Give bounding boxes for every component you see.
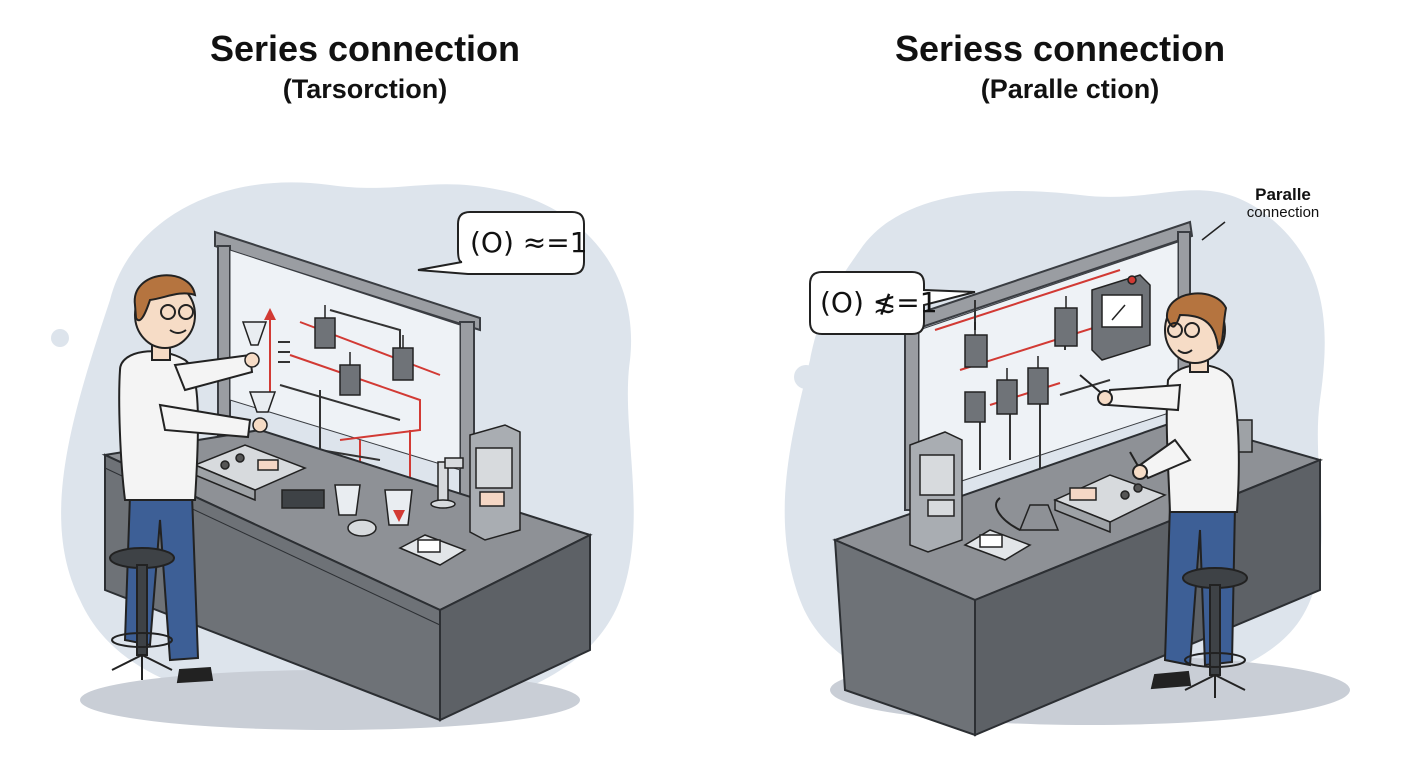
right-backdrop-dot: [794, 365, 818, 389]
left-tick-marks: [278, 341, 290, 363]
right-stool: [1182, 567, 1248, 698]
left-backdrop-dot: [51, 329, 69, 347]
left-title: Series connection: [209, 28, 521, 69]
left-subtitle: (Tarsorction): [282, 74, 448, 104]
left-backdrop-dot-2: [557, 312, 593, 348]
left-scene: [51, 182, 634, 730]
right-note-pointer: [1201, 221, 1226, 241]
right-circuit-components: [964, 296, 1078, 423]
right-control-panel: [1053, 474, 1167, 534]
left-speech-bubble: [417, 211, 585, 275]
left-held-funnel: [241, 321, 277, 433]
left-microscope: [430, 457, 464, 509]
left-stool: [109, 547, 175, 680]
right-subtitle: (Paralle ction): [980, 74, 1160, 104]
right-bubble-text: (O) ≴=1: [820, 286, 938, 319]
left-beaker: [334, 484, 361, 516]
right-annotation-line1: Paralle: [1255, 185, 1311, 204]
right-scene: [784, 190, 1350, 737]
right-annotation: Paralle connection: [1228, 186, 1338, 222]
right-speech-bubble: [809, 271, 976, 335]
right-annotation-line2: connection: [1246, 204, 1320, 221]
left-tower-device: [469, 424, 521, 541]
right-flask: [1018, 504, 1060, 531]
left-beaker-2: [384, 489, 413, 526]
left-box-device: [281, 489, 325, 509]
right-meter-box: [963, 529, 1032, 561]
right-wall-meter: [1091, 274, 1151, 361]
right-tower-device: [909, 431, 963, 553]
left-meter-box: [398, 534, 467, 566]
left-arrow-up: [264, 308, 276, 320]
left-small-dome: [347, 519, 377, 537]
left-bubble-text: (O) ≈=1: [470, 226, 588, 259]
left-circuit-components: [314, 305, 414, 396]
right-title: Seriess connection: [894, 28, 1226, 69]
right-cable: [995, 497, 1021, 531]
left-red-liquid: [393, 510, 405, 522]
